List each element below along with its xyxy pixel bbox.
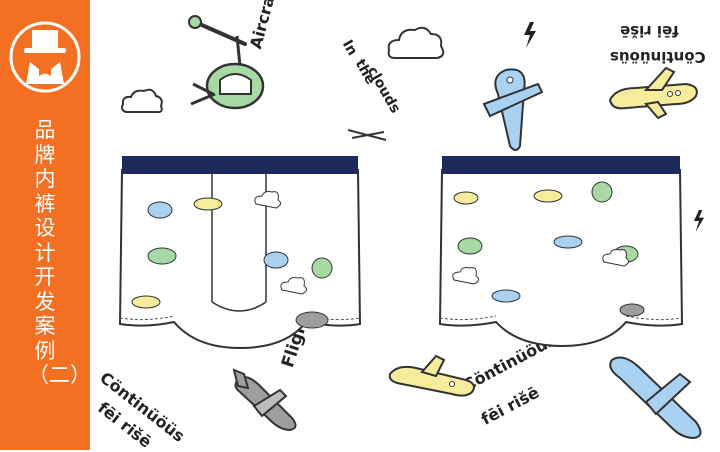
airplane-icon: [609, 356, 702, 440]
in-text: In: [338, 37, 361, 59]
cloud-icon: [387, 26, 445, 59]
airplane-icon: [608, 66, 698, 120]
fei-rise-text-bottom: fēi rišē: [478, 382, 543, 429]
clouds-text: clouds: [363, 63, 404, 117]
continuous-text-top: Cöntinüöüs: [610, 48, 706, 66]
pattern-canvas: Aircraft In the clouds fēi rišē Cöntinüö…: [90, 0, 720, 452]
aircraft-text: Aircraft: [246, 0, 283, 51]
airplane-icon: [232, 368, 297, 432]
fei-rise-text-top: fēi rišē: [620, 22, 679, 40]
boxer-brief-front: [118, 156, 362, 350]
lightning-icon: [524, 22, 536, 48]
helicopter-icon: [188, 15, 265, 110]
line-mark-icon: [348, 129, 387, 141]
airplane-icon: [388, 354, 475, 397]
sidebar-title: 品牌内裤设计开发案例（二）: [28, 118, 91, 387]
cloud-icon: [121, 88, 163, 114]
tophat-gentleman-logo: [9, 21, 81, 93]
airplane-icon: [482, 68, 544, 151]
boxer-brief-back: [438, 156, 684, 348]
lightning-icon: [693, 210, 705, 232]
sidebar: 品牌内裤设计开发案例（二）: [0, 0, 91, 450]
